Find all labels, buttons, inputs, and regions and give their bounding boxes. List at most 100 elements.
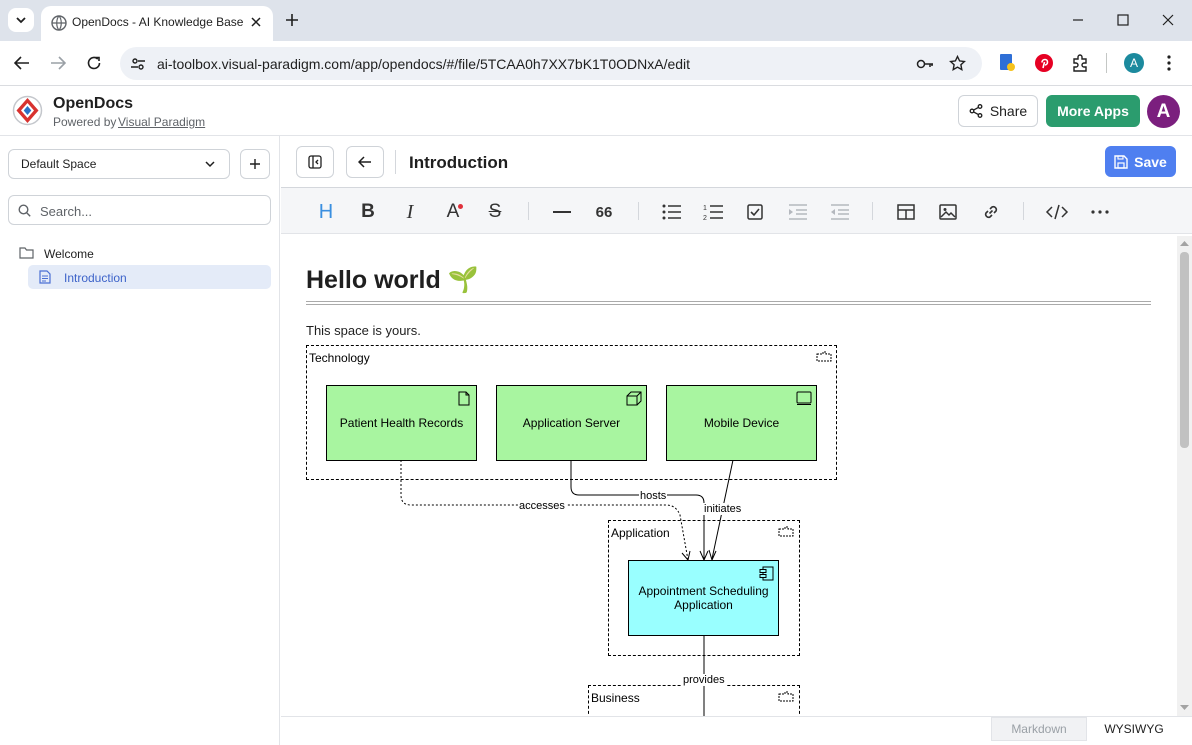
node-patient-health-records[interactable]: Patient Health Records	[326, 385, 477, 461]
scrollbar-thumb[interactable]	[1180, 252, 1189, 448]
format-toolbar	[281, 188, 1192, 234]
space-select[interactable]: Default Space	[8, 149, 230, 179]
vertical-scrollbar[interactable]	[1177, 236, 1192, 716]
save-icon	[1114, 154, 1128, 169]
key-icon[interactable]	[916, 56, 934, 72]
color-dot	[458, 204, 463, 209]
table-icon	[897, 204, 915, 220]
globe-icon	[51, 15, 67, 31]
table-button[interactable]	[892, 200, 920, 224]
header-divider	[395, 150, 396, 174]
task-list-button[interactable]	[741, 200, 769, 224]
outdent-button[interactable]	[825, 200, 853, 224]
tree-item-welcome[interactable]: Welcome	[16, 242, 271, 264]
text-color-icon: A	[446, 201, 460, 222]
image-icon	[939, 204, 957, 220]
profile-avatar[interactable]: A	[1124, 53, 1144, 73]
node-label: Appointment Scheduling Application	[638, 584, 769, 612]
hosts-connector	[570, 460, 705, 559]
tab-search-button[interactable]	[8, 8, 34, 32]
heading-button[interactable]: H	[312, 200, 340, 224]
code-icon	[1045, 204, 1069, 220]
more-options-button[interactable]	[1086, 200, 1114, 224]
node-application-server[interactable]: Application Server	[496, 385, 647, 461]
node-mobile-device[interactable]: Mobile Device	[666, 385, 817, 461]
site-settings-icon[interactable]	[130, 56, 146, 72]
visual-paradigm-link[interactable]: Visual Paradigm	[118, 115, 206, 129]
add-space-button[interactable]	[240, 149, 270, 179]
powered-by-text: Powered by	[53, 115, 117, 129]
user-avatar[interactable]: A	[1147, 95, 1180, 128]
close-icon[interactable]	[250, 16, 262, 28]
scroll-up-icon[interactable]	[1180, 240, 1189, 246]
bullet-list-button[interactable]	[657, 200, 685, 224]
mode-markdown-tab[interactable]: Markdown	[991, 717, 1087, 741]
back-button[interactable]	[346, 146, 384, 178]
link-button[interactable]	[977, 200, 1005, 224]
pinterest-icon[interactable]	[1034, 53, 1054, 73]
search-placeholder: Search...	[40, 204, 93, 219]
save-label: Save	[1134, 153, 1167, 170]
group-label: Business	[591, 691, 640, 705]
strikethrough-button[interactable]: S	[481, 200, 509, 224]
relation-label-hosts: hosts	[639, 490, 668, 502]
relation-label-provides: provides	[682, 674, 726, 686]
toolbar-separator	[1023, 202, 1024, 220]
extension-doc-icon[interactable]	[998, 53, 1016, 73]
minimize-icon[interactable]	[1072, 14, 1084, 26]
toolbar-divider	[1106, 53, 1107, 73]
search-input[interactable]: Search...	[8, 195, 271, 225]
back-icon[interactable]	[14, 56, 30, 70]
mode-wysiwyg-tab[interactable]: WYSIWYG	[1087, 717, 1181, 741]
tree-item-introduction[interactable]: Introduction	[28, 265, 271, 289]
italic-icon: I	[406, 200, 414, 223]
bold-button[interactable]: B	[354, 200, 382, 224]
save-button[interactable]: Save	[1105, 146, 1176, 177]
bullet-list-icon	[662, 204, 681, 220]
relation-label-accesses: accesses	[518, 500, 566, 512]
more-vert-icon[interactable]	[1166, 55, 1172, 71]
heading-rule	[306, 304, 1151, 305]
share-icon	[969, 104, 983, 118]
omnibox[interactable]: ai-toolbox.visual-paradigm.com/app/opend…	[120, 47, 982, 80]
forward-icon[interactable]	[50, 56, 66, 70]
horizontal-rule-button[interactable]	[548, 200, 576, 224]
window-close-icon[interactable]	[1162, 14, 1174, 26]
toolbar-separator	[638, 202, 639, 220]
search-icon	[18, 204, 31, 217]
share-button[interactable]: Share	[958, 95, 1038, 127]
image-button[interactable]	[934, 200, 962, 224]
app-header: OpenDocs Powered by Visual Paradigm Shar…	[0, 87, 1192, 136]
node-appointment-scheduling-application[interactable]: Appointment Scheduling Application	[628, 560, 779, 636]
italic-button[interactable]: I	[396, 200, 424, 224]
quote-icon: 66	[595, 203, 613, 221]
indent-icon	[788, 204, 807, 220]
indent-button[interactable]	[783, 200, 811, 224]
extensions-icon[interactable]	[1071, 53, 1090, 72]
space-select-value: Default Space	[21, 157, 97, 171]
browser-tab[interactable]: OpenDocs - AI Knowledge Base	[41, 6, 273, 41]
ordered-list-icon: 12	[703, 205, 723, 221]
collapse-sidebar-button[interactable]	[296, 146, 334, 178]
star-icon[interactable]	[949, 55, 966, 72]
browser-tab-strip: OpenDocs - AI Knowledge Base	[0, 0, 1192, 41]
code-button[interactable]	[1043, 200, 1071, 224]
group-icon	[778, 526, 794, 537]
sidebar-collapse-icon	[308, 155, 322, 169]
folder-icon	[19, 247, 34, 259]
horizontal-rule-icon	[553, 211, 571, 213]
archimate-diagram[interactable]: Technology Application Business Patient …	[306, 345, 837, 717]
url-text[interactable]: ai-toolbox.visual-paradigm.com/app/opend…	[157, 56, 691, 72]
new-tab-icon[interactable]	[285, 13, 299, 27]
heading-icon: H	[318, 200, 334, 223]
scroll-down-icon[interactable]	[1180, 705, 1189, 711]
reload-icon[interactable]	[86, 55, 102, 71]
node-label: Patient Health Records	[339, 416, 464, 430]
text-color-button[interactable]: A	[439, 200, 467, 224]
quote-button[interactable]: 66	[590, 200, 618, 224]
address-toolbar: ai-toolbox.visual-paradigm.com/app/opend…	[0, 41, 1192, 86]
maximize-icon[interactable]	[1117, 14, 1129, 26]
heading-rule	[306, 301, 1151, 302]
more-apps-button[interactable]: More Apps	[1046, 95, 1140, 127]
